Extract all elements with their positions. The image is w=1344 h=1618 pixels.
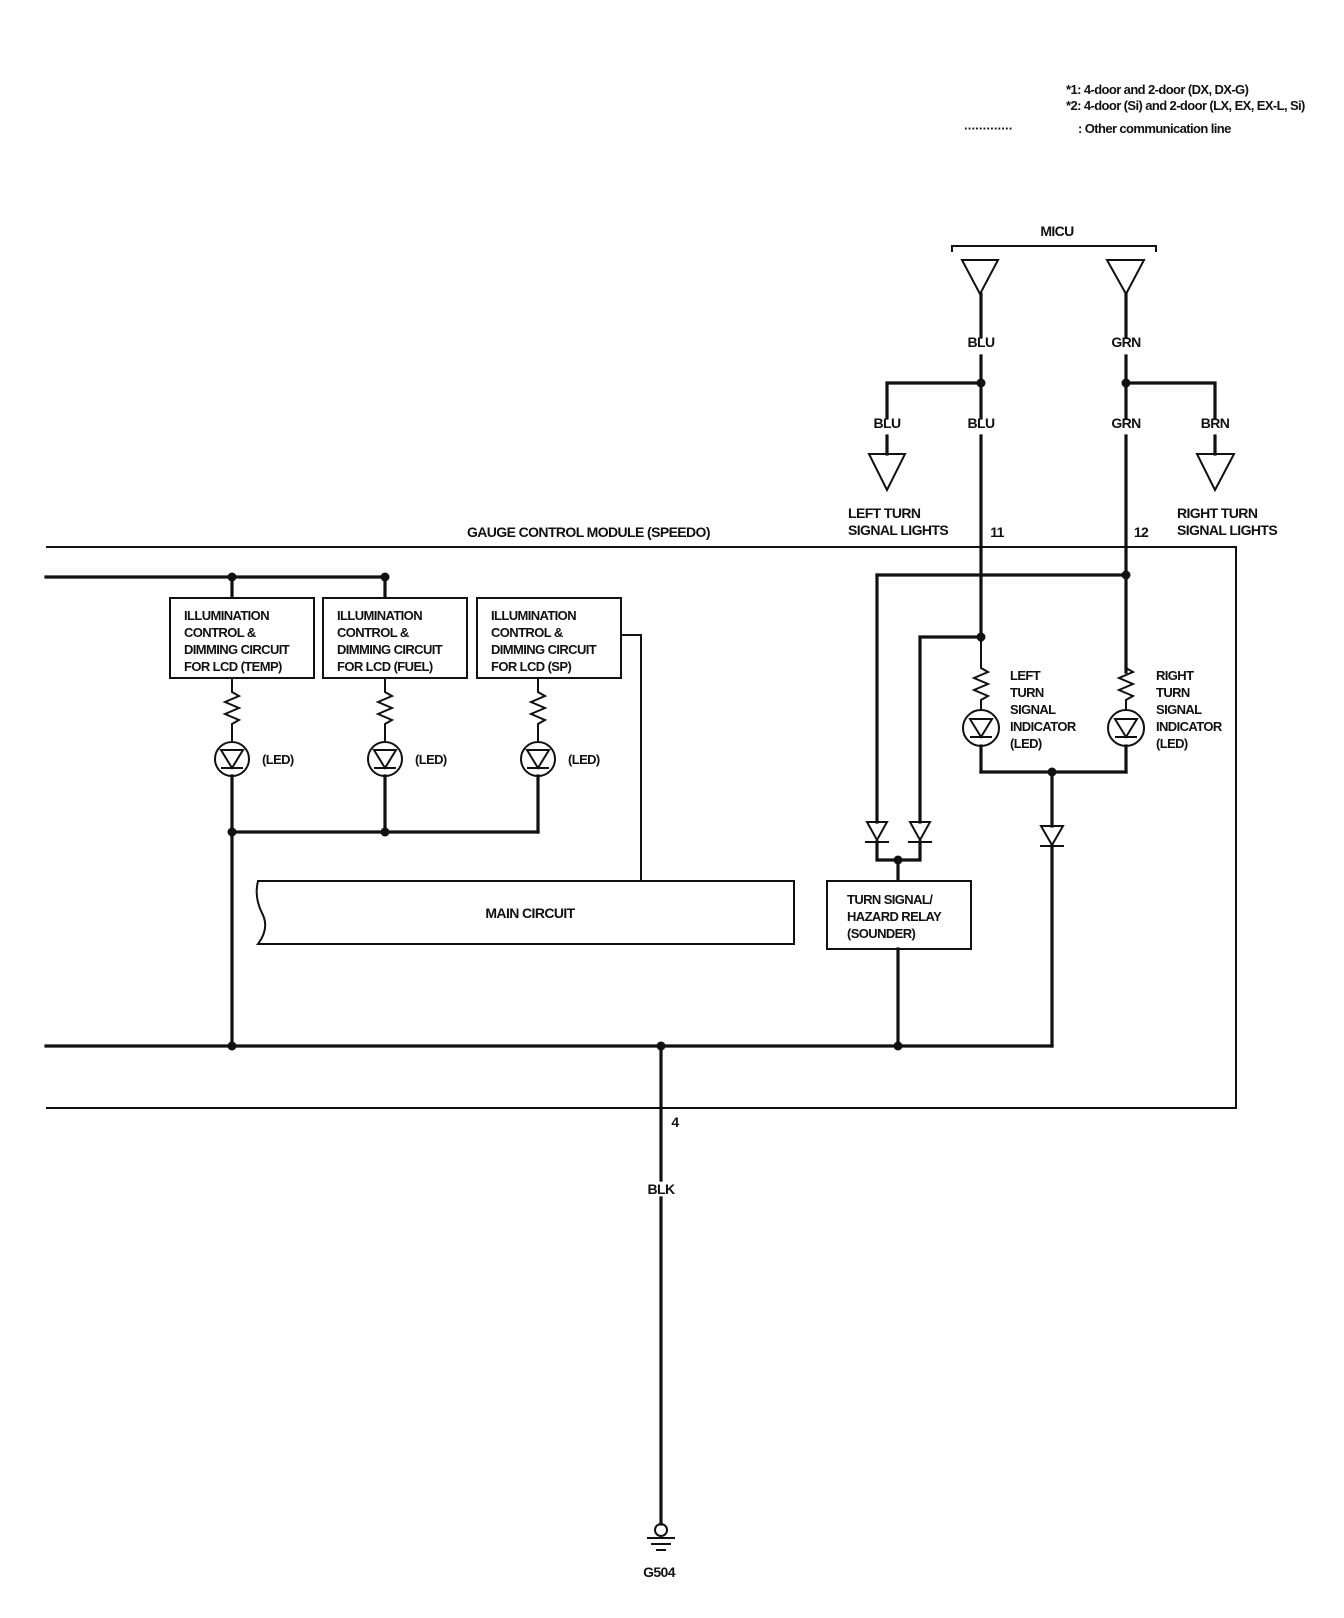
illumination-temp-line-2: CONTROL & xyxy=(184,625,256,640)
illumination-temp-line-4: FOR LCD (TEMP) xyxy=(184,659,282,674)
led-icon xyxy=(214,741,250,777)
right-indicator-line-1: RIGHT xyxy=(1156,668,1194,683)
ground-bus: 4 BLK G504 xyxy=(44,1041,1054,1580)
left-turn-lights-label-1: LEFT TURN xyxy=(848,505,921,521)
ground-icon xyxy=(647,1523,675,1551)
right-indicator-line-3: SIGNAL xyxy=(1156,702,1202,717)
note-1: *1: 4-door and 2-door (DX, DX-G) xyxy=(1066,82,1249,97)
note-2: *2: 4-door (Si) and 2-door (LX, EX, EX-L… xyxy=(1066,98,1305,113)
illumination-box-fuel-frame xyxy=(322,597,468,679)
legend-label: : Other communication line xyxy=(1078,121,1231,136)
led-fuel: (LED) xyxy=(367,678,448,834)
main-circuit-frame xyxy=(255,880,795,945)
illumination-fuel-line-2: CONTROL & xyxy=(337,625,409,640)
turn-signal-relay: TURN SIGNAL/ HAZARD RELAY (SOUNDER) xyxy=(826,880,972,1048)
illumination-bus xyxy=(44,572,390,600)
illumination-box-sp-frame xyxy=(476,597,622,679)
turn-indicators: LEFT TURN SIGNAL INDICATOR (LED) RIGHT T… xyxy=(962,640,1223,1048)
turn-signal-light-connectors: LEFT TURN SIGNAL LIGHTS RIGHT TURN SIGNA… xyxy=(848,453,1278,538)
relay-line-3: (SOUNDER) xyxy=(847,926,916,941)
micu: MICU xyxy=(951,223,1157,297)
pin-12-label: 12 xyxy=(1134,524,1149,540)
micu-label: MICU xyxy=(1040,223,1074,239)
upper-wires xyxy=(885,292,1217,674)
micu-connector-left xyxy=(960,259,1000,297)
led-sp: (LED) xyxy=(520,678,601,834)
legend-symbol: ············· xyxy=(964,121,1012,136)
wire-label-blu-branch: BLU xyxy=(874,415,901,431)
led-icon xyxy=(367,741,403,777)
diode-left-icon xyxy=(865,821,889,843)
turn-signal-wiring xyxy=(865,570,1131,883)
wire-label-grn-top: GRN xyxy=(1111,334,1141,350)
resistor-icon xyxy=(1116,666,1136,710)
illumination-box-temp-frame xyxy=(169,597,315,679)
left-indicator-line-5: (LED) xyxy=(1010,736,1042,751)
wire-label-blk: BLK xyxy=(648,1181,675,1197)
led-label: (LED) xyxy=(568,752,600,767)
indicator-led-icon xyxy=(962,709,1000,747)
illumination-box-fuel: ILLUMINATION CONTROL & DIMMING CIRCUIT F… xyxy=(322,597,468,679)
illumination-leds: (LED) (LED) (LED) xyxy=(214,634,642,1048)
illumination-fuel-line-4: FOR LCD (FUEL) xyxy=(337,659,433,674)
left-indicator-line-4: INDICATOR xyxy=(1010,719,1077,734)
right-turn-lights-label-1: RIGHT TURN xyxy=(1177,505,1258,521)
resistor-icon xyxy=(528,678,548,741)
illumination-fuel-line-1: ILLUMINATION xyxy=(337,608,422,623)
sp-to-main-circuit-line xyxy=(621,634,642,881)
gauge-control-module: GAUGE CONTROL MODULE (SPEEDO) 11 12 xyxy=(46,524,1237,1109)
wire-labels: BLU GRN BLU BLU GRN BRN xyxy=(874,334,1231,431)
right-indicator-line-4: INDICATOR xyxy=(1156,719,1223,734)
left-turn-lights-connector xyxy=(867,453,907,493)
right-indicator-line-2: TURN xyxy=(1156,685,1190,700)
right-turn-indicator: RIGHT TURN SIGNAL INDICATOR (LED) xyxy=(1107,666,1223,774)
ground-label: G504 xyxy=(643,1564,676,1580)
illumination-temp-line-1: ILLUMINATION xyxy=(184,608,269,623)
resistor-icon xyxy=(375,678,395,741)
illumination-fuel-line-3: DIMMING CIRCUIT xyxy=(337,642,443,657)
led-temp: (LED) xyxy=(214,678,295,834)
left-turn-lights-label-2: SIGNAL LIGHTS xyxy=(848,522,948,538)
illumination-box-temp: ILLUMINATION CONTROL & DIMMING CIRCUIT F… xyxy=(169,597,315,679)
wire-label-brn-branch: BRN xyxy=(1201,415,1230,431)
illumination-sp-line-3: DIMMING CIRCUIT xyxy=(491,642,597,657)
illumination-box-sp: ILLUMINATION CONTROL & DIMMING CIRCUIT F… xyxy=(476,597,622,679)
diode-indicator-icon xyxy=(1039,825,1065,847)
relay-frame xyxy=(826,880,972,950)
resistor-icon xyxy=(222,678,242,741)
relay-line-1: TURN SIGNAL/ xyxy=(847,892,933,907)
micu-connector-right xyxy=(1105,259,1146,297)
right-indicator-line-5: (LED) xyxy=(1156,736,1188,751)
illumination-sp-line-4: FOR LCD (SP) xyxy=(491,659,571,674)
left-indicator-line-1: LEFT xyxy=(1010,668,1041,683)
micu-bracket xyxy=(951,245,1157,252)
illumination-temp-line-3: DIMMING CIRCUIT xyxy=(184,642,290,657)
right-turn-lights-label-2: SIGNAL LIGHTS xyxy=(1177,522,1277,538)
left-turn-indicator: LEFT TURN SIGNAL INDICATOR (LED) xyxy=(962,640,1077,774)
left-indicator-line-2: TURN xyxy=(1010,685,1044,700)
illumination-sp-line-2: CONTROL & xyxy=(491,625,563,640)
resistor-icon xyxy=(971,640,991,710)
pin-4-label: 4 xyxy=(671,1114,679,1130)
main-circuit-label: MAIN CIRCUIT xyxy=(485,905,575,921)
right-turn-lights-connector xyxy=(1195,453,1236,493)
pin-11-label: 11 xyxy=(990,524,1004,540)
notes: *1: 4-door and 2-door (DX, DX-G) *2: 4-d… xyxy=(964,82,1306,136)
illumination-sp-line-1: ILLUMINATION xyxy=(491,608,576,623)
diode-right-icon xyxy=(908,821,932,843)
wire-label-blu-main: BLU xyxy=(968,415,995,431)
relay-line-2: HAZARD RELAY xyxy=(847,909,942,924)
main-circuit: MAIN CIRCUIT xyxy=(255,880,795,945)
module-outline xyxy=(46,546,1237,1109)
wire-label-grn-main: GRN xyxy=(1111,415,1141,431)
led-label: (LED) xyxy=(415,752,447,767)
indicator-led-icon xyxy=(1107,709,1145,747)
wire-label-blu-top: BLU xyxy=(968,334,995,350)
module-label: GAUGE CONTROL MODULE (SPEEDO) xyxy=(467,524,710,540)
left-indicator-line-3: SIGNAL xyxy=(1010,702,1056,717)
led-icon xyxy=(520,741,556,777)
led-label: (LED) xyxy=(262,752,294,767)
